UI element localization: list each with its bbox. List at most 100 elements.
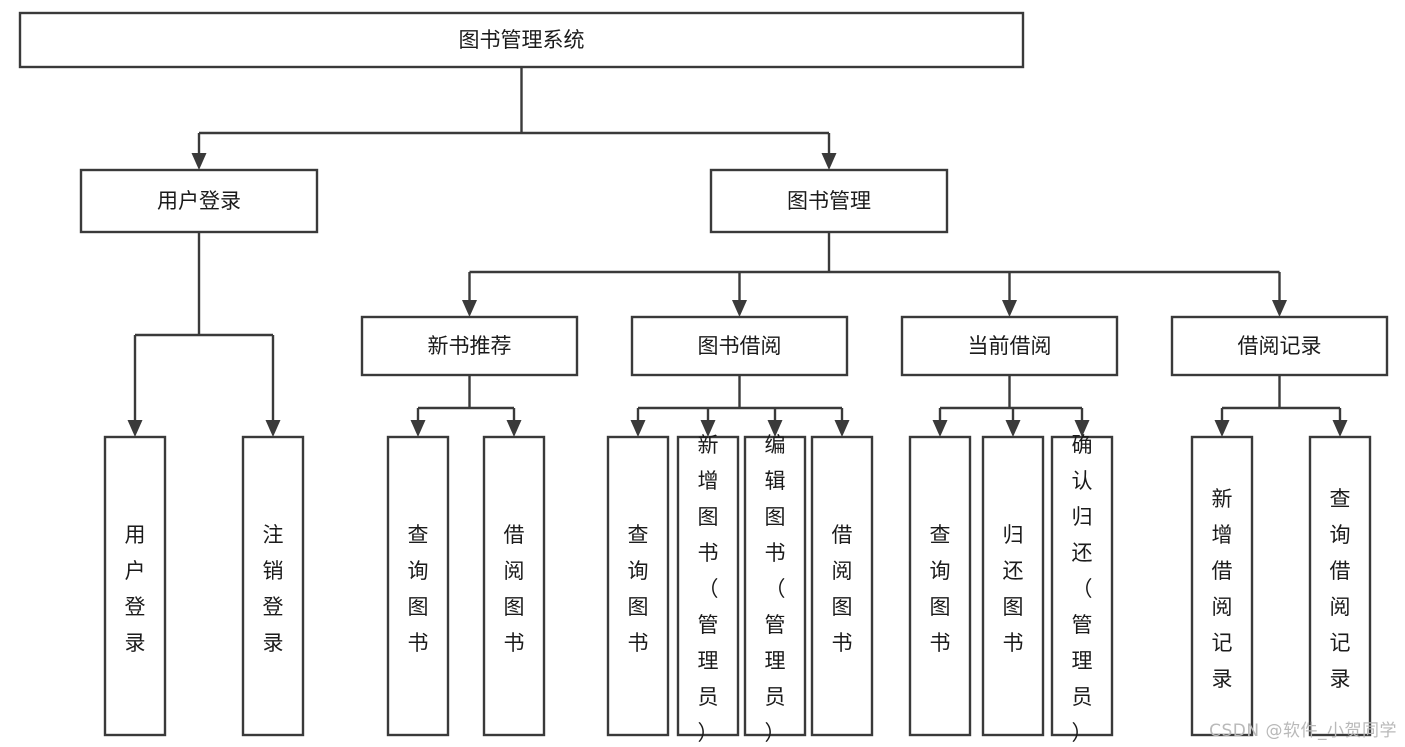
node-label-leaf_query_record-char: 借 — [1330, 559, 1351, 583]
node-label-leaf_edit_book-char: 编 — [765, 433, 786, 457]
node-label-leaf_user_login-char: 用 — [125, 523, 146, 547]
node-label-root: 图书管理系统 — [459, 28, 585, 52]
connector-book-manage-child-2-head — [1002, 300, 1017, 317]
node-label-leaf_query_book_3-char: 书 — [930, 631, 951, 655]
node-label-leaf_query_book_2-char: 询 — [628, 559, 649, 583]
node-label-leaf_add_record-char: 阅 — [1212, 595, 1233, 619]
node-label-leaf_edit_book-char: （ — [765, 577, 786, 601]
connector-user-login-child-1-head — [265, 420, 281, 437]
connector-book-manage-child-0-head — [462, 300, 477, 317]
node-label-leaf_query_record-char: 记 — [1330, 631, 1351, 655]
connector-layer — [127, 67, 1348, 437]
node-root[interactable]: 图书管理系统 — [18, 11, 1025, 69]
node-label-leaf_query_record-char: 阅 — [1330, 595, 1351, 619]
node-box-leaf_borrow_book_1 — [482, 435, 546, 737]
node-label-leaf_query_book_3-char: 查 — [930, 523, 951, 547]
node-label-leaf_add_record-char: 借 — [1212, 559, 1233, 583]
node-label-leaf_edit_book-char: 辑 — [765, 469, 786, 493]
node-label-leaf_borrow_book_2-char: 借 — [832, 523, 853, 547]
connector-root-to-user-login-head — [191, 153, 207, 170]
node-box-root — [18, 11, 1025, 69]
node-label-leaf_borrow_book_2-char: 书 — [832, 631, 853, 655]
node-new_book_rec[interactable]: 新书推荐 — [360, 315, 579, 377]
node-user_login[interactable]: 用户登录 — [79, 168, 319, 234]
node-label-leaf_return_book-char: 归 — [1003, 523, 1024, 547]
node-label-leaf_confirm_return-char: 还 — [1072, 541, 1093, 565]
node-label-leaf_query_record-char: 询 — [1330, 523, 1351, 547]
node-label-leaf_edit_book-char: 员 — [765, 685, 786, 709]
connector-new-book-rec-child-1-head — [506, 420, 522, 437]
node-label-leaf_edit_book-char: 理 — [765, 649, 786, 673]
node-label-leaf_user_login-char: 户 — [125, 559, 146, 583]
node-box-book_borrow — [630, 315, 849, 377]
node-leaf_user_login[interactable]: 用户登录 — [103, 435, 167, 737]
node-label-leaf_query_record-char: 查 — [1330, 487, 1351, 511]
node-box-leaf_confirm_return — [1050, 435, 1114, 737]
node-label-leaf_query_book_1-char: 图 — [408, 595, 429, 619]
node-label-leaf_confirm_return-char: 理 — [1072, 649, 1093, 673]
node-label-leaf_return_book-char: 还 — [1003, 559, 1024, 583]
node-label-leaf_edit_book-char: ） — [765, 721, 786, 745]
connector-current-borrow-child-2-head — [1074, 420, 1090, 437]
node-book_borrow[interactable]: 图书借阅 — [630, 315, 849, 377]
node-label-leaf_query_book_1-char: 查 — [408, 523, 429, 547]
node-label-leaf_add_book-char: 书 — [698, 541, 719, 565]
node-label-borrow_record: 借阅记录 — [1238, 334, 1322, 358]
node-box-borrow_record — [1170, 315, 1389, 377]
node-label-leaf_borrow_book_2-char: 阅 — [832, 559, 853, 583]
node-label-leaf_confirm_return-char: （ — [1072, 577, 1093, 601]
node-label-leaf_return_book-char: 书 — [1003, 631, 1024, 655]
node-label-leaf_query_book_1-char: 书 — [408, 631, 429, 655]
node-label-leaf_add_book-char: （ — [698, 577, 719, 601]
node-book_manage[interactable]: 图书管理 — [709, 168, 949, 234]
node-label-leaf_logout-char: 录 — [263, 631, 284, 655]
node-label-new_book_rec: 新书推荐 — [428, 334, 512, 358]
node-box-leaf_add_book — [676, 435, 740, 737]
node-label-leaf_borrow_book_1-char: 图 — [504, 595, 525, 619]
node-label-leaf_logout-char: 注 — [263, 523, 284, 547]
node-box-leaf_query_book_2 — [606, 435, 670, 737]
connector-borrow-record-child-0-head — [1214, 420, 1230, 437]
node-box-leaf_return_book — [981, 435, 1045, 737]
node-label-leaf_query_book_2-char: 查 — [628, 523, 649, 547]
node-box-leaf_query_record — [1308, 435, 1372, 737]
node-label-leaf_query_book_1-char: 询 — [408, 559, 429, 583]
node-label-leaf_add_book-char: 员 — [698, 685, 719, 709]
node-label-leaf_add_record-char: 增 — [1212, 523, 1233, 547]
node-current_borrow[interactable]: 当前借阅 — [900, 315, 1119, 377]
node-label-leaf_logout-char: 登 — [263, 595, 284, 619]
node-label-leaf_add_book-char: 管 — [698, 613, 719, 637]
node-box-leaf_user_login — [103, 435, 167, 737]
node-label-leaf_add_book-char: 理 — [698, 649, 719, 673]
connector-new-book-rec-child-0-head — [410, 420, 426, 437]
node-box-leaf_borrow_book_2 — [810, 435, 874, 737]
node-box-leaf_add_record — [1190, 435, 1254, 737]
node-label-leaf_add_record-char: 记 — [1212, 631, 1233, 655]
node-label-book_borrow: 图书借阅 — [698, 334, 782, 358]
node-label-leaf_add_book-char: 图 — [698, 505, 719, 529]
node-label-current_borrow: 当前借阅 — [968, 334, 1052, 358]
node-box-book_manage — [709, 168, 949, 234]
node-box-leaf_edit_book — [743, 435, 807, 737]
connector-current-borrow-child-1-head — [1005, 420, 1021, 437]
node-borrow_record[interactable]: 借阅记录 — [1170, 315, 1389, 377]
node-label-leaf_borrow_book_2-char: 图 — [832, 595, 853, 619]
node-label-leaf_confirm_return-char: 员 — [1072, 685, 1093, 709]
node-label-leaf_query_book_3-char: 图 — [930, 595, 951, 619]
node-label-leaf_add_record-char: 录 — [1212, 667, 1233, 691]
node-box-leaf_query_book_1 — [386, 435, 450, 737]
